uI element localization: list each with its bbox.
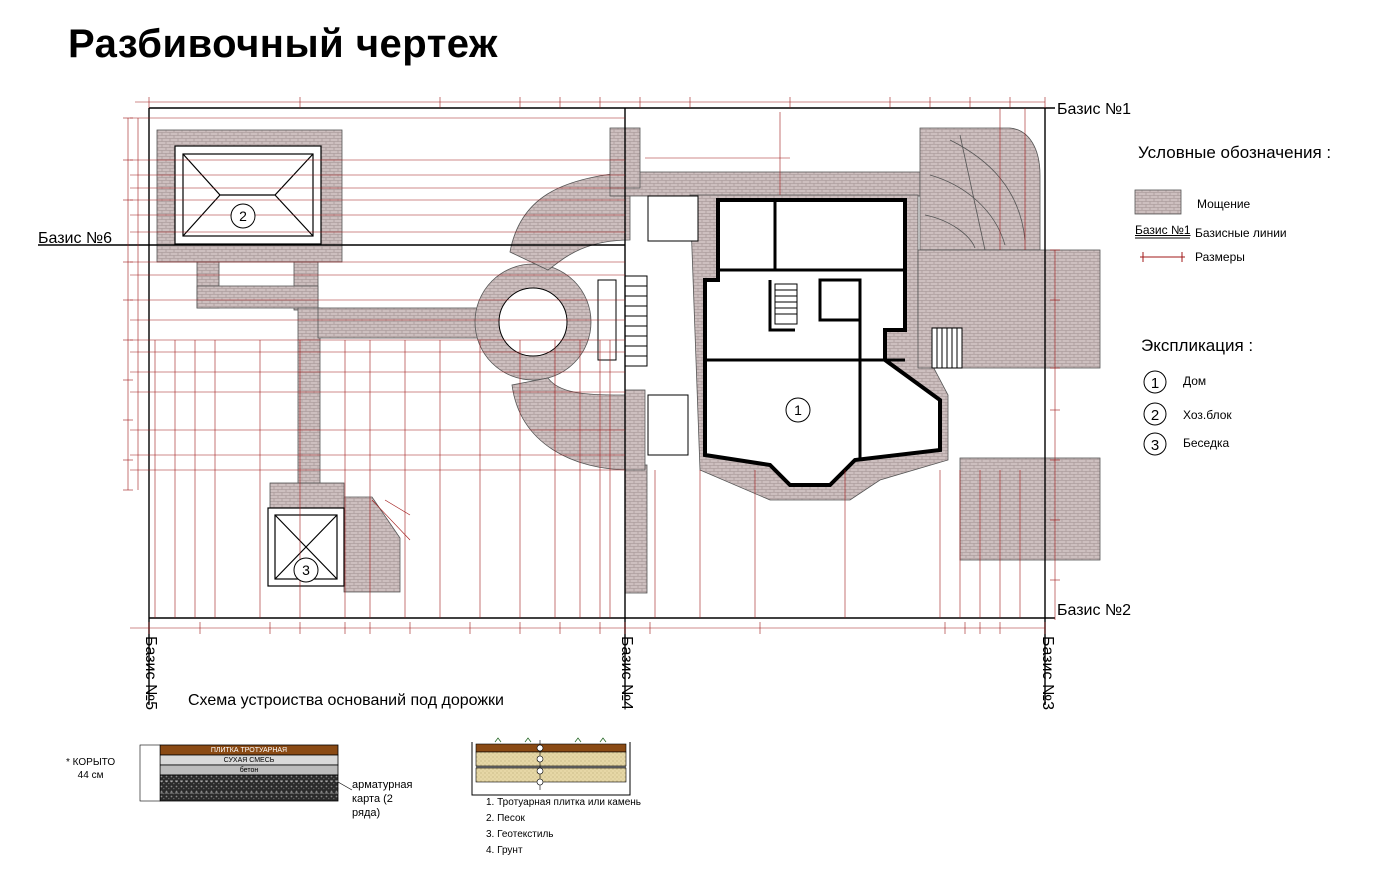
marker-1: 1 [785, 397, 811, 423]
lawn-cutout [647, 195, 699, 242]
dimension-lines [123, 97, 1060, 634]
rebar-note: арматурная карта (2 ряда) [352, 778, 412, 820]
trench-depth-note: * КОРЫТО 44 см [66, 756, 115, 782]
layer-list-item: 1. Тротуарная плитка или камень [486, 797, 642, 808]
layer-list-item: 3. Геотекстиль [486, 829, 554, 840]
layer-list-item: 2. Песок [486, 813, 525, 824]
svg-text:2: 2 [239, 208, 247, 224]
lawn-cutout [647, 394, 689, 456]
paving-path [317, 307, 489, 339]
paving-se-area [959, 457, 1101, 561]
legend-num-1: 1 [1151, 375, 1159, 392]
rebar-note-line: карта (2 [352, 793, 393, 805]
paving-path [196, 285, 319, 309]
marker-2: 2 [230, 203, 256, 229]
trench-depth-value: 44 см [77, 770, 104, 781]
explication-heading: Экспликация : [1141, 336, 1254, 355]
base-label-3: Базис №3 [1039, 636, 1056, 710]
layer-label-tile: ПЛИТКА ТРОТУАРНАЯ [211, 747, 287, 754]
section-heading: Схема устроиства оснований под дорожки [188, 692, 504, 709]
layer-list: 1. Тротуарная плитка или камень 2. Песок… [486, 795, 641, 859]
layer-label-mix: СУХАЯ СМЕСЬ [224, 757, 275, 764]
explication-item-1: Дом [1183, 374, 1207, 388]
rebar-note-line: арматурная [352, 779, 413, 791]
trench-depth-label: * КОРЫТО [66, 757, 116, 768]
outbuilding-2 [174, 145, 322, 245]
page-title: Разбивочный чертеж [68, 22, 498, 66]
base-label-1: Базис №1 [1057, 101, 1131, 118]
base-lines [38, 107, 1055, 705]
fan-pattern [924, 134, 1026, 251]
svg-text:3: 3 [302, 562, 310, 578]
layer-list-item: 4. Грунт [486, 845, 523, 856]
explication-item-2: Хоз.блок [1183, 408, 1232, 422]
explication-item-3: Беседка [1183, 436, 1230, 450]
section-detail-rebar [139, 744, 353, 802]
paving-west-strip [624, 389, 646, 471]
legend-paving-swatch [1134, 189, 1182, 215]
house-stairs [624, 275, 963, 369]
legend-paving-label: Мощение [1197, 197, 1251, 211]
base-label-4: Базис №4 [618, 636, 635, 710]
paving-gazebo-approach [269, 482, 345, 509]
legend-num-3: 3 [1151, 437, 1159, 454]
dimension-line [384, 499, 411, 516]
legend-dimension-sample [1140, 252, 1185, 262]
legend-dims-label: Размеры [1195, 250, 1245, 264]
svg-text:1: 1 [794, 402, 802, 418]
marker-3: 3 [293, 557, 319, 583]
legend-markers [1143, 370, 1167, 456]
legend-num-2: 2 [1151, 407, 1159, 424]
legend-heading: Условные обозначения : [1138, 143, 1332, 162]
paving-south-path [624, 464, 648, 594]
rebar-note-line: ряда) [352, 807, 381, 819]
legend-base-lines-label: Базисные линии [1195, 226, 1287, 240]
legend-base-sample: Базис №1 [1135, 223, 1191, 237]
base-label-5: Базис №5 [142, 636, 159, 710]
base-label-6: Базис №6 [38, 230, 112, 247]
section-detail-sand [471, 737, 631, 796]
base-label-2: Базис №2 [1057, 602, 1131, 619]
paving-gazebo-side [343, 496, 401, 593]
plaza-center [498, 287, 568, 357]
paving-north-path [609, 171, 921, 197]
paving-path [297, 307, 321, 505]
layer-label-concrete: бетон [240, 766, 259, 774]
paving-ne-fan [919, 127, 1041, 251]
dimension-line [371, 499, 411, 541]
house-interior-walls [705, 200, 905, 460]
